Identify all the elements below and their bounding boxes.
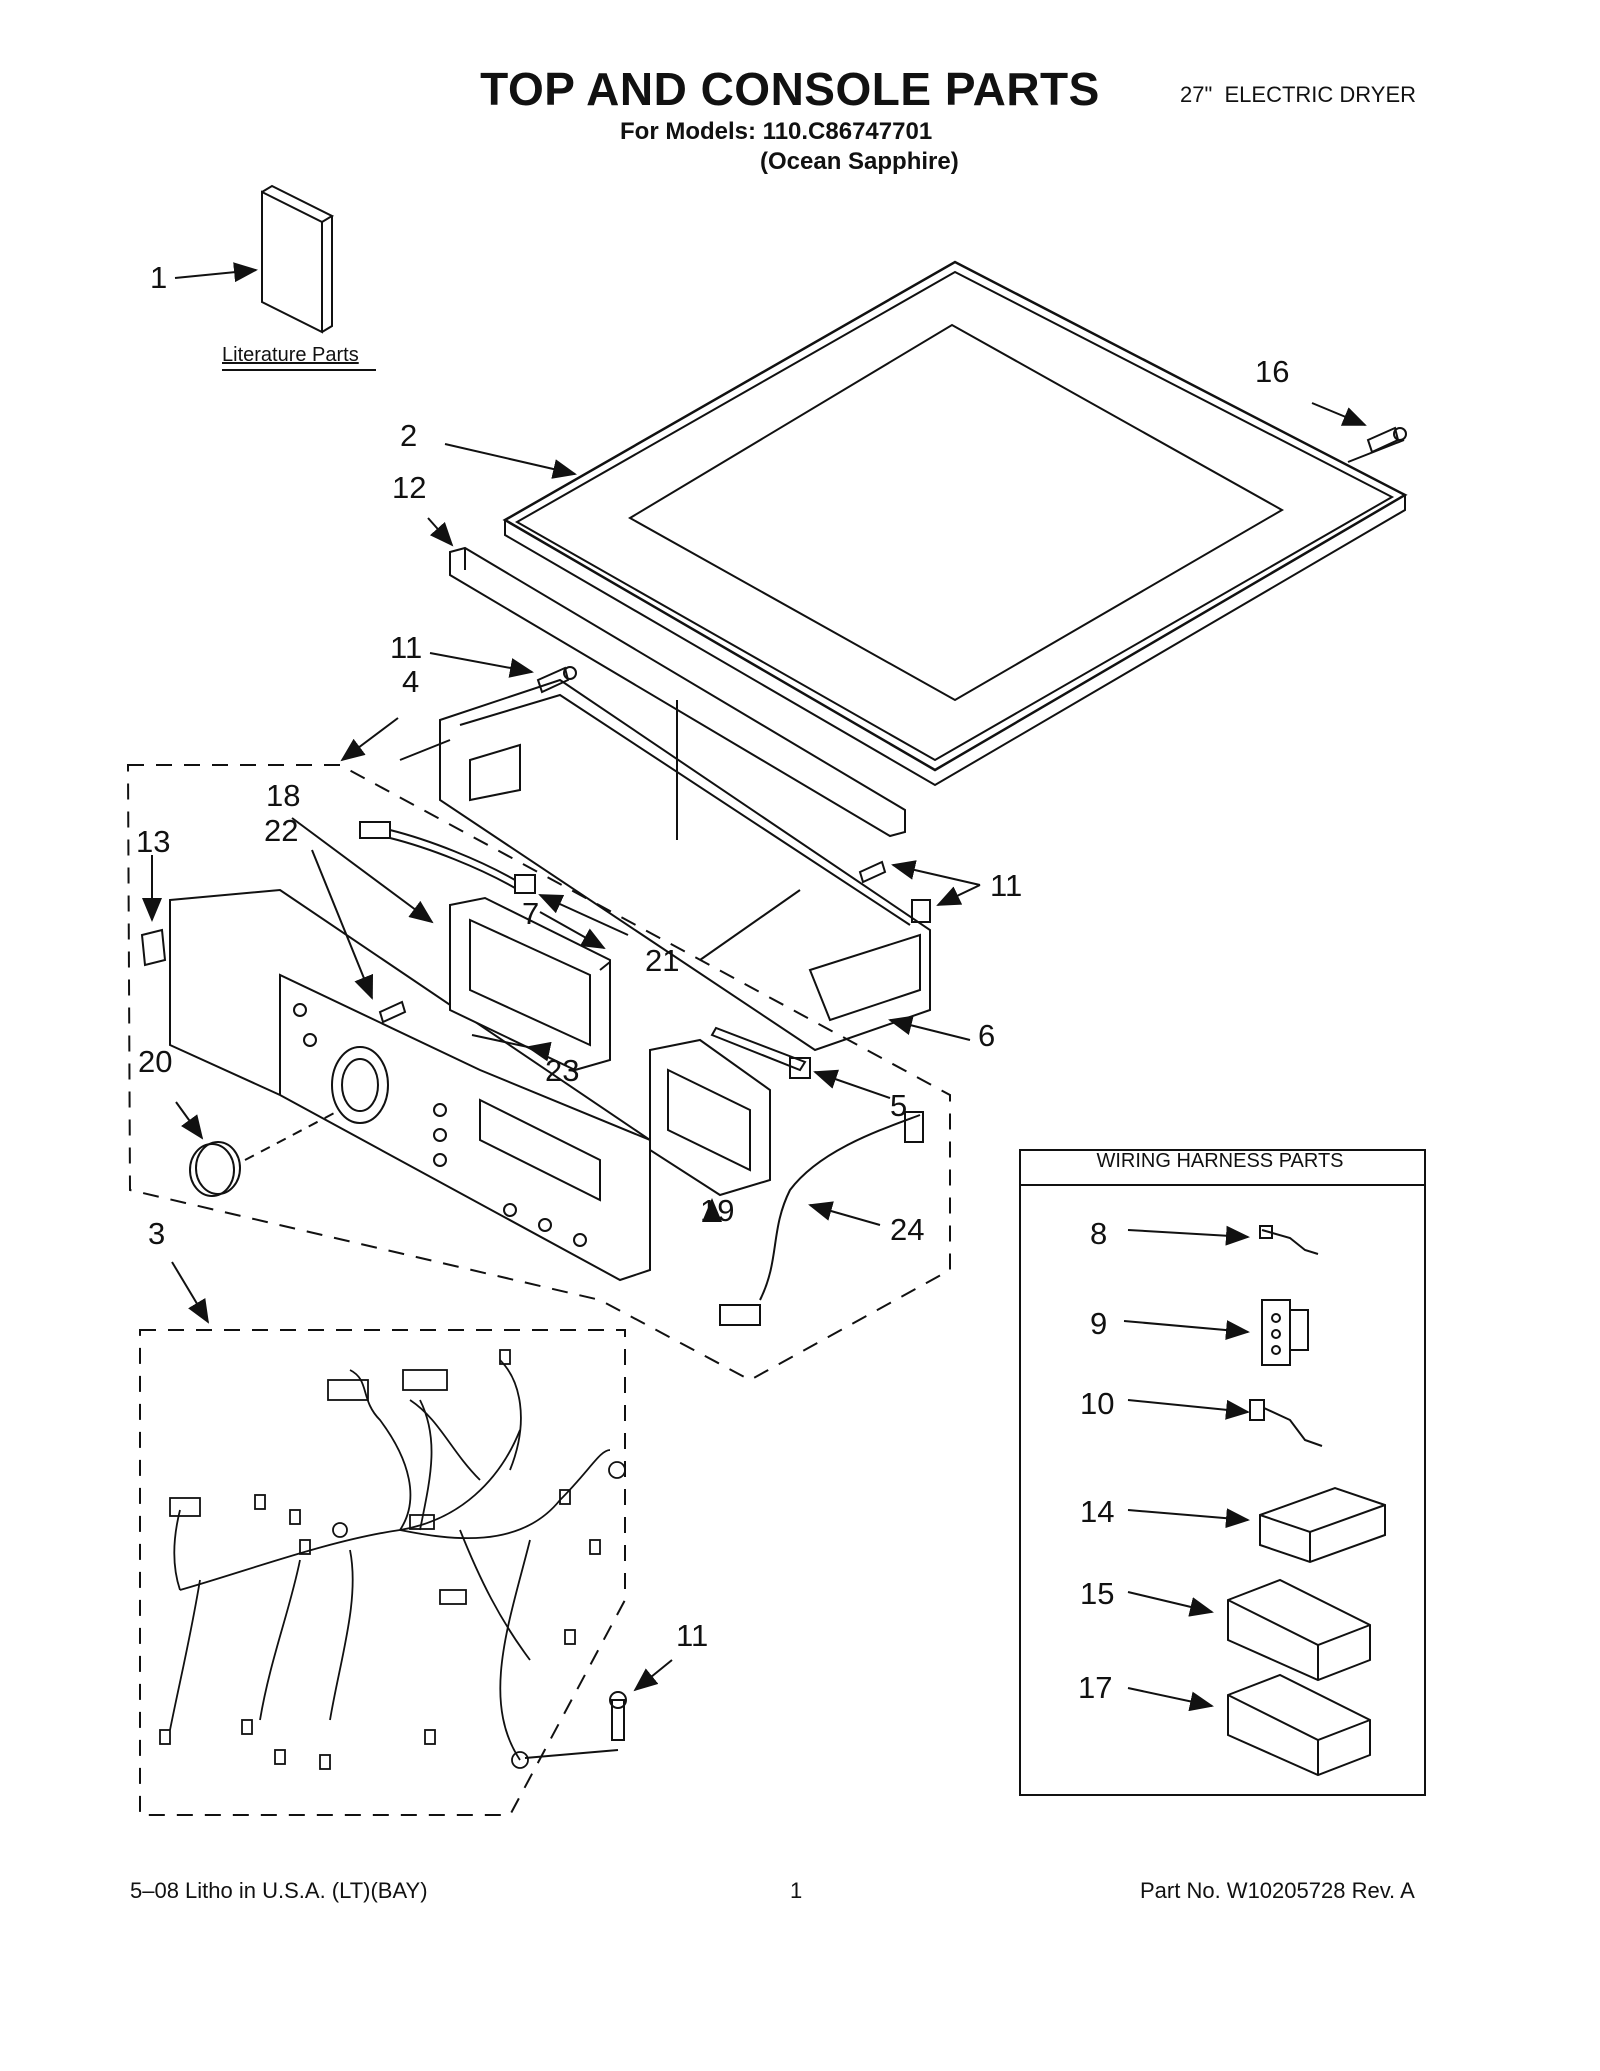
callout-13: 13 xyxy=(136,824,171,859)
callout-11-right: 11 xyxy=(990,868,1023,903)
literature-booklet-part xyxy=(261,184,335,334)
screws-11-right-parts xyxy=(858,860,931,923)
footer-litho: 5–08 Litho in U.S.A. (LT)(BAY) xyxy=(130,1878,428,1903)
page-title: TOP AND CONSOLE PARTS xyxy=(480,63,1100,115)
variant-line: (Ocean Sapphire) xyxy=(760,148,959,175)
callout-12: 12 xyxy=(392,470,427,505)
callout-7: 7 xyxy=(522,896,540,931)
literature-parts-label: Literature Parts xyxy=(222,344,359,366)
cable-21-part xyxy=(359,821,536,894)
callout-15: 15 xyxy=(1080,1576,1115,1611)
wiring-harness-parts-box xyxy=(1019,1149,1426,1796)
console-bracket-part xyxy=(399,678,931,1052)
clip-13-part xyxy=(140,928,167,967)
callout-24: 24 xyxy=(890,1212,925,1247)
callout-1: 1 xyxy=(150,260,168,295)
callout-23: 23 xyxy=(545,1053,580,1088)
screw-22-part xyxy=(378,1000,407,1024)
top-front-strip-part xyxy=(449,546,906,838)
callout-4: 4 xyxy=(402,664,420,699)
callout-17: 17 xyxy=(1078,1670,1113,1705)
control-board-part xyxy=(449,896,611,1072)
footer-part-number: Part No. W10205728 Rev. A xyxy=(1140,1878,1415,1903)
callout-11-upper: 11 xyxy=(390,630,423,665)
callout-3: 3 xyxy=(148,1216,166,1251)
models-line: For Models: 110.C86747701 xyxy=(620,118,933,145)
product-type: 27" ELECTRIC DRYER xyxy=(1180,82,1417,107)
console-group-outline xyxy=(126,764,951,1382)
top-panel-part xyxy=(502,260,1408,787)
callout-10: 10 xyxy=(1080,1386,1115,1421)
console-panel-part xyxy=(169,888,651,1282)
callout-20: 20 xyxy=(138,1044,173,1079)
connector-15-part xyxy=(1227,1578,1371,1682)
callout-2: 2 xyxy=(400,418,418,453)
callout-18: 18 xyxy=(266,778,301,813)
wiring-harness-title: WIRING HARNESS PARTS xyxy=(1096,1150,1344,1172)
tie-strap-part xyxy=(710,1026,811,1079)
ui-board-part xyxy=(649,1038,771,1197)
harness-3-group-outline xyxy=(139,1329,626,1816)
connector-9-part xyxy=(1261,1299,1309,1366)
callout-21: 21 xyxy=(645,943,680,978)
main-wiring-harness-part xyxy=(159,1349,626,1770)
harness-24-part xyxy=(719,1111,924,1326)
callout-6: 6 xyxy=(978,1018,996,1053)
screw-11-upper-part xyxy=(536,666,577,694)
callout-11-lower: 11 xyxy=(676,1618,709,1653)
callout-14: 14 xyxy=(1080,1494,1115,1529)
screw-11-lower-part xyxy=(609,1691,627,1741)
knob-part xyxy=(189,1141,241,1197)
terminal-10-part xyxy=(1249,1399,1323,1447)
connector-14-part xyxy=(1259,1486,1386,1564)
callout-5: 5 xyxy=(890,1088,908,1123)
footer-page-number: 1 xyxy=(790,1878,803,1903)
callout-16: 16 xyxy=(1255,354,1290,389)
screw-16-part xyxy=(1366,426,1407,454)
callout-8: 8 xyxy=(1090,1216,1108,1251)
terminal-8-part xyxy=(1259,1225,1319,1255)
callout-19: 19 xyxy=(700,1193,735,1228)
callout-9: 9 xyxy=(1090,1306,1108,1341)
callout-22: 22 xyxy=(264,813,299,848)
connector-17-part xyxy=(1227,1673,1371,1777)
